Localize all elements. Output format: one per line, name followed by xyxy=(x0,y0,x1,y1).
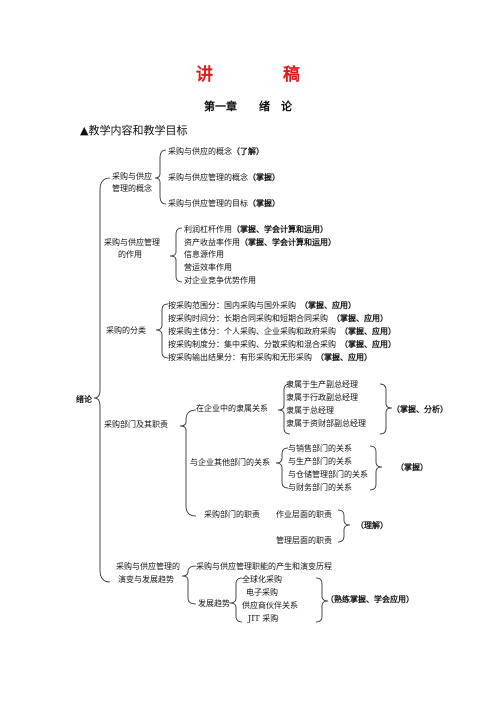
affiliation-item-1: 隶属于生产副总经理 xyxy=(286,380,358,389)
relations-item-2: 与生产部门的关系 xyxy=(288,457,352,466)
concept-label-line1: 采购与供应 xyxy=(112,172,152,181)
root-label: 绪论 xyxy=(76,394,92,404)
role-label-line2: 的作用 xyxy=(118,250,142,259)
root-brace xyxy=(93,177,111,583)
evolution-history: 采购与供应管理职能的产生和演变历程 xyxy=(196,562,332,571)
relations-item-3: 与仓储管理部门的关系 xyxy=(288,470,368,479)
trend-label: 发展趋势 xyxy=(198,599,230,608)
trend-item-2: 电子采购 xyxy=(246,588,278,597)
classification-item-3: 按采购主体分：个人采购、企业采购和政府采购 （掌握、应用） xyxy=(168,326,396,336)
trends-brace xyxy=(229,577,243,623)
classification-label: 采购的分类 xyxy=(106,326,146,335)
evolution-brace xyxy=(181,565,197,605)
role-brace xyxy=(169,227,183,283)
department-brace xyxy=(179,409,197,517)
affiliation-brace xyxy=(277,383,291,435)
concept-label-line2: 管理的概念 xyxy=(112,184,152,193)
page-title: 讲稿 xyxy=(0,60,496,85)
duties-right-brace xyxy=(337,509,351,543)
trend-item-3: 供应商伙伴关系 xyxy=(242,601,298,610)
concept-brace xyxy=(154,149,167,205)
role-item-2: 资产收益率作用（掌握、学会计算和运用） xyxy=(184,237,336,247)
relations-brace xyxy=(275,447,289,489)
relations-label: 与企业其他部门的关系 xyxy=(190,458,270,467)
trend-item-1: 全球化采购 xyxy=(242,575,282,584)
trends-right-brace xyxy=(315,577,329,623)
role-item-1: 利润杠杆作用（掌握、学会计算和运用） xyxy=(184,224,328,234)
role-item-5: 对企业竞争优势作用 xyxy=(184,276,256,285)
classification-item-4: 按采购制度分：集中采购、分散采购和混合采购 （掌握、应用） xyxy=(168,339,396,349)
classification-item-1: 按采购范围分：国内采购与国外采购 （掌握、应用） xyxy=(168,300,356,310)
relations-item-4: 与财务部门的关系 xyxy=(288,483,352,492)
trend-item-4: JIT 采购 xyxy=(248,614,279,623)
duties-item-1: 作业层面的职责 xyxy=(276,510,332,519)
evolution-label-line2: 演变与发展趋势 xyxy=(118,575,174,584)
department-label: 采购部门及其职责 xyxy=(104,420,168,429)
title-char-1: 讲 xyxy=(196,65,213,85)
title-char-2: 稿 xyxy=(283,65,300,85)
affiliation-label: 在企业中的隶属关系 xyxy=(196,404,268,413)
relations-right-brace xyxy=(369,445,383,491)
concept-item-3: 采购与供应管理的目标（掌握） xyxy=(168,198,280,208)
chapter-heading: 第一章 绪 论 xyxy=(204,100,292,113)
role-item-4: 营运效率作用 xyxy=(184,263,232,272)
relations-tag: （掌握） xyxy=(396,462,428,472)
duties-tag: （理解） xyxy=(356,520,388,530)
concept-item-2: 采购与供应管理的概念（掌握） xyxy=(168,172,280,182)
objectives-heading: ▲教学内容和教学目标 xyxy=(80,124,188,137)
affiliation-right-brace xyxy=(379,383,393,435)
role-label-line1: 采购与供应管理 xyxy=(104,238,160,247)
trend-tag: （熟练掌握、学会应用） xyxy=(326,594,414,604)
evolution-label-line1: 采购与供应管理的 xyxy=(116,562,180,571)
classification-item-5: 按采购输出结果分：有形采购和无形采购 （掌握、应用） xyxy=(168,352,372,362)
classification-item-2: 按采购时间分：长期合同采购和短期合同采购 （掌握、应用） xyxy=(168,313,388,323)
affiliation-item-3: 隶属于总经理 xyxy=(286,406,334,415)
affiliation-item-2: 隶属于行政副总经理 xyxy=(286,393,358,402)
concept-item-1: 采购与供应的概念（了解） xyxy=(168,146,264,156)
affiliation-item-4: 隶属于资财部副总经理 xyxy=(286,419,366,428)
classification-brace xyxy=(155,303,169,359)
role-item-3: 信息源作用 xyxy=(184,250,224,259)
affiliation-tag: （掌握、分析） xyxy=(392,404,448,414)
duties-item-2: 管理层面的职责 xyxy=(276,536,332,545)
relations-item-1: 与销售部门的关系 xyxy=(288,444,352,453)
duties-label: 采购部门的职责 xyxy=(204,510,260,519)
